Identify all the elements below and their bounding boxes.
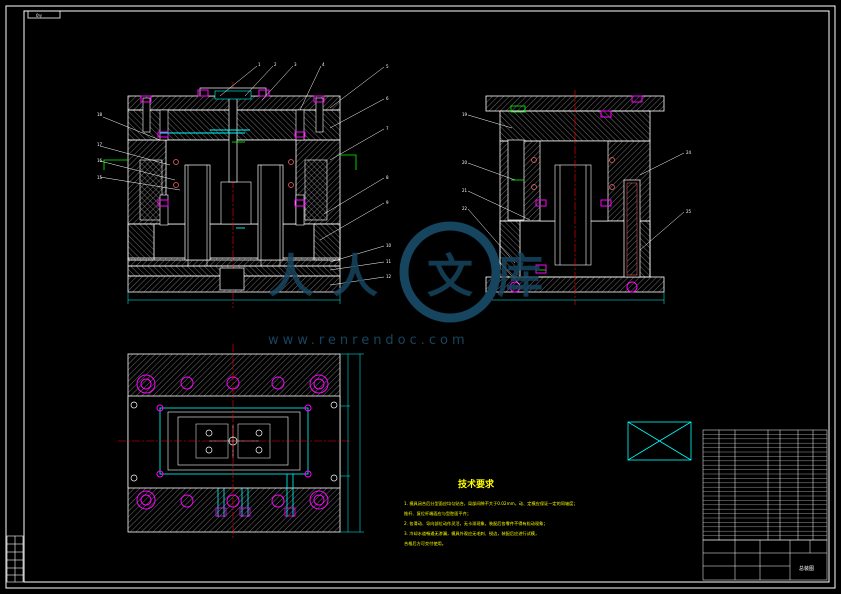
top-tab-label: 0ৠ	[36, 13, 43, 18]
svg-text:2: 2	[274, 62, 277, 67]
parts-list-table	[702, 429, 828, 541]
svg-text:6: 6	[386, 96, 389, 101]
front-section-view: 18 17 16 15 1 2 3 4 5 6 7 8 9 10 11 12	[97, 62, 392, 308]
watermark-char-2: 人	[332, 249, 378, 303]
watermark: 人 人 文 库 www.renrendoc.com	[268, 221, 543, 348]
watermark-url: www.renrendoc.com	[268, 333, 469, 348]
svg-text:4: 4	[322, 62, 325, 67]
tech-requirement-line: 2. 各滑动、导向部位动作灵活，无卡滞现象，装配后各零件不得有松动现象；	[404, 520, 548, 527]
technical-requirements: 技术要求 1. 模具闭合后分型面应均匀贴合，局部间隙不大于0.02mm，动、定模…	[404, 478, 578, 547]
svg-text:24: 24	[686, 150, 692, 155]
plan-view	[118, 344, 364, 540]
watermark-char-3: 文	[427, 249, 473, 303]
svg-text:8: 8	[386, 175, 389, 180]
svg-text:12: 12	[386, 274, 392, 279]
watermark-char-1: 人	[268, 249, 314, 303]
parts-list-rows	[703, 434, 827, 536]
svg-text:20: 20	[462, 160, 468, 165]
svg-text:5: 5	[386, 64, 389, 69]
watermark-char-4: 库	[497, 249, 543, 303]
svg-text:15: 15	[97, 175, 103, 180]
tech-requirement-line: 1. 模具闭合后分型面应均匀贴合，局部间隙不大于0.02mm，动、定模应保证一定…	[404, 500, 578, 507]
svg-text:18: 18	[97, 112, 103, 117]
svg-text:1: 1	[258, 62, 261, 67]
title-block	[702, 539, 828, 581]
svg-text:17: 17	[97, 142, 103, 147]
side-section-view: 19 20 21 22 23 24 25	[462, 90, 692, 305]
svg-text:21: 21	[462, 188, 468, 193]
svg-text:7: 7	[386, 126, 389, 131]
svg-text:3: 3	[294, 62, 297, 67]
svg-text:10: 10	[386, 243, 392, 248]
left-margin-block	[6, 535, 24, 583]
drawing-frame	[5, 5, 836, 589]
tech-requirements-title: 技术要求	[458, 478, 495, 490]
tech-requirement-line: 3. 冷却水道畅通无渗漏，模具外观应无毛刺、锐边，装配后应进行试模，	[404, 530, 539, 537]
svg-text:9: 9	[386, 200, 389, 205]
svg-text:16: 16	[97, 158, 103, 163]
tech-requirement-line: 推杆、复位杆端面应与型腔面平齐；	[404, 510, 471, 517]
product-sketch-box	[627, 421, 692, 461]
svg-text:25: 25	[686, 209, 692, 214]
drawing-name: 总装图	[799, 565, 814, 572]
svg-text:22: 22	[462, 206, 468, 211]
svg-text:11: 11	[386, 259, 392, 264]
svg-text:19: 19	[462, 112, 468, 117]
top-left-tab: 0ৠ	[27, 10, 61, 19]
tech-requirement-line: 合格后方可交付使用。	[404, 540, 446, 547]
